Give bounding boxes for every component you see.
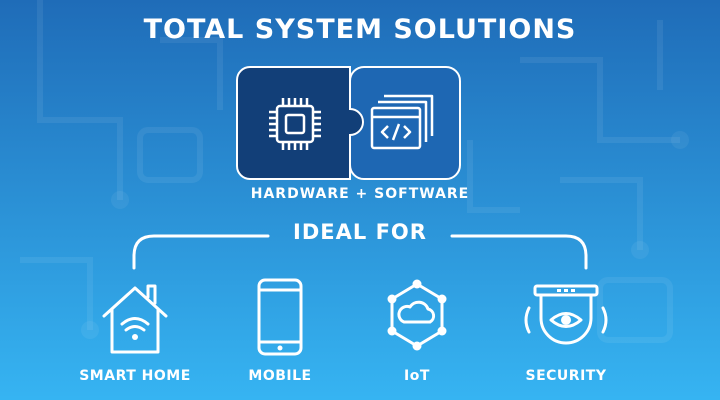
iot-cloud-network-icon — [387, 279, 447, 351]
hardware-tile — [236, 66, 364, 180]
use-case-label: IoT — [404, 368, 430, 384]
page-title: TOTAL SYSTEM SOLUTIONS — [143, 14, 577, 45]
use-case-iot: IoT — [347, 270, 487, 395]
use-case-mobile: MOBILE — [210, 270, 350, 395]
mobile-phone-icon — [257, 278, 303, 356]
hardware-software-label: HARDWARE + SOFTWARE — [250, 186, 470, 202]
use-case-security: SECURITY — [496, 270, 636, 395]
use-case-smart-home: SMART HOME — [65, 270, 205, 395]
smart-home-icon — [102, 284, 168, 354]
chip-icon — [269, 98, 321, 150]
ideal-for-heading: IDEAL FOR — [293, 220, 427, 244]
hardware-software-puzzle — [236, 66, 461, 180]
ideal-for-bracket — [132, 234, 588, 270]
use-case-label: SECURITY — [525, 368, 607, 384]
code-window-icon — [370, 94, 434, 150]
use-case-label: MOBILE — [248, 368, 312, 384]
use-case-label: SMART HOME — [79, 368, 191, 384]
security-camera-icon — [524, 284, 608, 345]
